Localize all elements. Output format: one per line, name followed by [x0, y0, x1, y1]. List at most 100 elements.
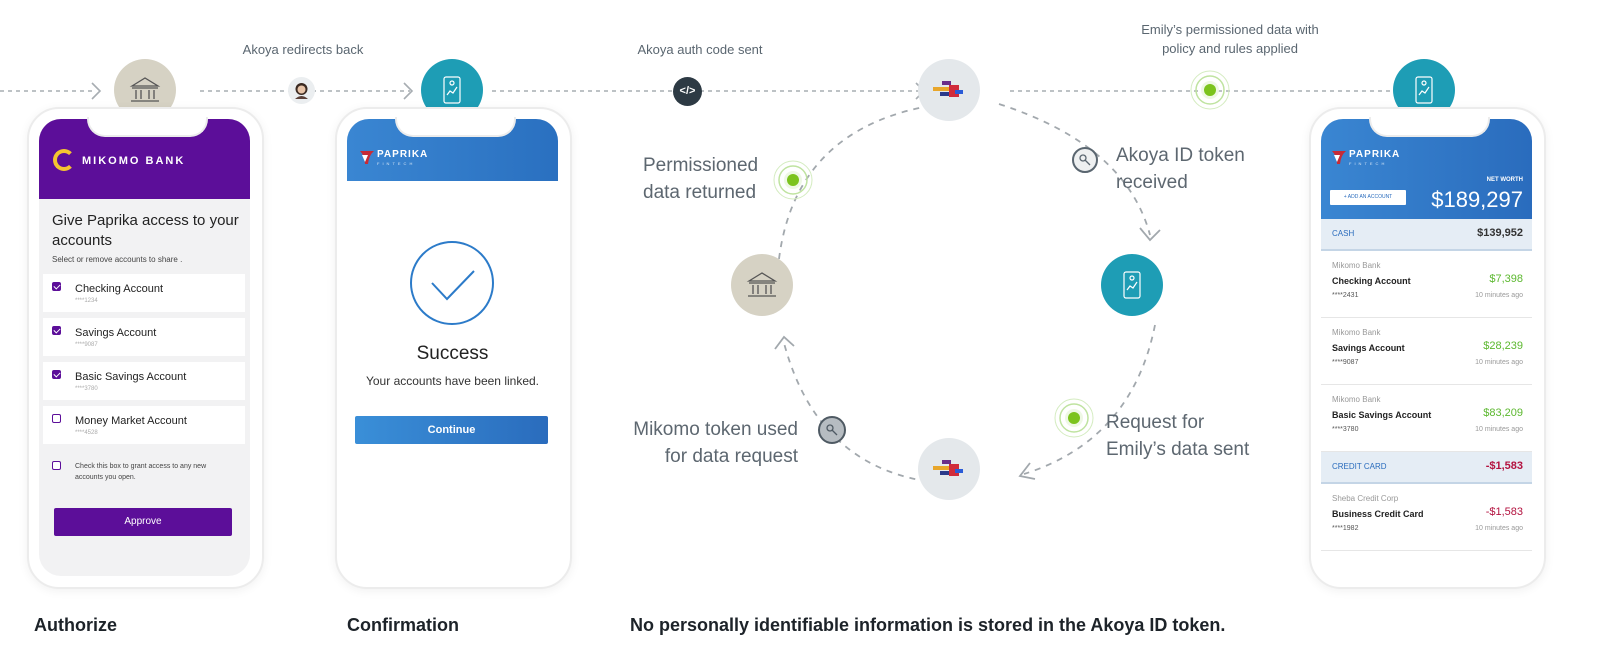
dashboard-screen: PAPRIKA FINTECH + ADD AN ACCOUNT NET WOR…	[1321, 119, 1532, 576]
page-title: Give Paprika access to your accounts	[52, 212, 239, 249]
label-line: received	[1116, 172, 1188, 193]
brand-sub: FINTECH	[1349, 161, 1388, 166]
label-line: Request for	[1106, 412, 1205, 433]
authorize-phone: MIKOMO BANK Give Paprika access to your …	[27, 107, 264, 589]
account-number: ****4528	[75, 430, 98, 436]
id-token-received-label: Akoya ID token received	[1116, 142, 1245, 196]
label-line: Permissioned	[643, 155, 759, 176]
institution-name: Mikomo Bank	[1332, 328, 1381, 337]
paprika-logo-icon	[1332, 151, 1346, 164]
cash-section: CASH $139,952	[1321, 219, 1532, 251]
confirmation-phone: PAPRIKA FINTECH Success Your accounts ha…	[335, 107, 572, 589]
account-number: ****1234	[75, 298, 98, 304]
account-checkbox[interactable]	[52, 326, 61, 335]
phone-notch	[87, 117, 208, 137]
new-accounts-checkbox[interactable]	[52, 461, 61, 470]
authorize-caption: Authorize	[34, 615, 117, 635]
updated-time: 10 minutes ago	[1475, 426, 1523, 433]
net-worth-label: NET WORTH	[1486, 177, 1523, 183]
account-option[interactable]: Savings Account ****9087	[43, 318, 245, 356]
updated-time: 10 minutes ago	[1475, 525, 1523, 532]
brand-sub: FINTECH	[377, 161, 416, 166]
page-subtitle: Select or remove accounts to share .	[52, 255, 183, 264]
account-amount: -$1,583	[1485, 506, 1523, 518]
credit-section: CREDIT CARD -$1,583	[1321, 452, 1532, 484]
institution-name: Mikomo Bank	[1332, 261, 1381, 270]
brand-name: PAPRIKA	[1349, 149, 1401, 160]
account-option[interactable]: Money Market Account ****4528	[43, 406, 245, 444]
section-label: CREDIT CARD	[1332, 462, 1387, 471]
key-token-icon	[818, 416, 846, 444]
account-name: Checking Account	[75, 283, 164, 295]
brand-name: PAPRIKA	[377, 149, 429, 160]
account-number: ****3780	[1332, 426, 1359, 433]
account-checkbox[interactable]	[52, 370, 61, 379]
avatar	[288, 77, 315, 104]
phone-notch	[1369, 117, 1490, 137]
net-worth-value: $189,297	[1431, 187, 1523, 212]
permissioned-line-1: Emily’s permissioned data with	[1141, 22, 1319, 37]
signal-icon	[773, 160, 813, 200]
bank-name: MIKOMO BANK	[82, 155, 186, 167]
add-account-button[interactable]: + ADD AN ACCOUNT	[1330, 190, 1406, 205]
permissioned-data-label: Emily’s permissioned data with policy an…	[1100, 20, 1360, 58]
account-number: ****2431	[1332, 292, 1359, 299]
bank-icon	[731, 254, 793, 316]
account-name: Money Market Account	[75, 415, 187, 427]
request-sent-label: Request for Emily’s data sent	[1106, 409, 1249, 463]
akoya-logo-icon	[918, 59, 980, 121]
signal-icon	[1054, 398, 1094, 438]
confirmation-screen: PAPRIKA FINTECH Success Your accounts ha…	[347, 119, 558, 576]
redirect-label: Akoya redirects back	[242, 42, 364, 57]
label-line: for data request	[664, 446, 798, 467]
account-name: Basic Savings Account	[1332, 410, 1432, 420]
phone-notch	[395, 117, 516, 137]
account-amount: $28,239	[1483, 340, 1523, 352]
paprika-logo-icon	[360, 151, 374, 164]
institution-name: Sheba Credit Corp	[1332, 494, 1399, 503]
dashboard-phone: PAPRIKA FINTECH + ADD AN ACCOUNT NET WOR…	[1309, 107, 1546, 589]
account-name: Business Credit Card	[1332, 509, 1424, 519]
account-name: Savings Account	[75, 327, 157, 339]
label-line: Emily’s data sent	[1106, 439, 1250, 460]
account-checkbox[interactable]	[52, 282, 61, 291]
section-total: $139,952	[1477, 227, 1523, 239]
approve-button[interactable]: Approve	[54, 508, 232, 536]
section-label: CASH	[1332, 229, 1355, 238]
mikomo-token-label: Mikomo token used for data request	[598, 416, 798, 470]
updated-time: 10 minutes ago	[1475, 359, 1523, 366]
continue-button[interactable]: Continue	[355, 416, 548, 444]
permissioned-line-2: policy and rules applied	[1162, 41, 1298, 56]
section-total: -$1,583	[1485, 460, 1523, 472]
account-option[interactable]: Basic Savings Account ****3780	[43, 362, 245, 400]
permissioned-returned-label: Permissioned data returned	[643, 152, 758, 206]
account-name: Savings Account	[1332, 343, 1405, 353]
key-token-icon	[1072, 147, 1098, 173]
account-name: Basic Savings Account	[75, 371, 187, 383]
account-number: ****9087	[1332, 359, 1359, 366]
account-option[interactable]: Checking Account ****1234	[43, 274, 245, 312]
mikomo-logo-icon	[53, 149, 75, 171]
success-check-icon	[410, 241, 494, 325]
account-number: ****1982	[1332, 525, 1359, 532]
mikomo-screen: MIKOMO BANK Give Paprika access to your …	[39, 119, 250, 576]
success-message: Your accounts have been linked.	[365, 374, 539, 388]
success-title: Success	[416, 343, 489, 364]
account-checkbox[interactable]	[52, 414, 61, 423]
label-line: data returned	[643, 182, 757, 203]
account-amount: $83,209	[1483, 407, 1523, 419]
new-accounts-text: Check this box to grant access to any ne…	[75, 463, 207, 481]
akoya-logo-icon	[918, 438, 980, 500]
code-icon: </>	[673, 77, 702, 106]
account-number: ****9087	[75, 342, 98, 348]
account-amount: $7,398	[1489, 273, 1523, 285]
signal-icon	[1190, 70, 1230, 110]
paprika-app-icon	[1101, 254, 1163, 316]
institution-name: Mikomo Bank	[1332, 395, 1381, 404]
account-name: Checking Account	[1332, 276, 1411, 286]
account-number: ****3780	[75, 386, 98, 392]
